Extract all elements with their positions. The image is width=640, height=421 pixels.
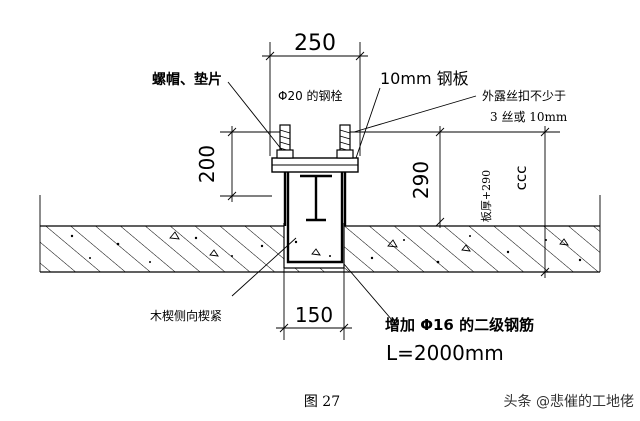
dimension-250: [262, 42, 368, 156]
dimension-200: [220, 126, 280, 202]
i-beam: [300, 174, 332, 222]
dim-label-250: 250: [294, 31, 336, 56]
slab-recess: [283, 223, 345, 269]
slab-plus-290-label: 板厚+290: [479, 170, 493, 222]
left-bolt: [276, 124, 294, 226]
right-bolt: [336, 124, 354, 226]
dim-label-200: 200: [195, 145, 219, 183]
wedge-leader: [231, 237, 297, 297]
figure-caption: 图 27: [304, 394, 340, 410]
dimension-290: [350, 126, 452, 228]
dim-label-150: 150: [295, 303, 333, 327]
thread-leader: [353, 95, 477, 133]
thread-note-line1: 外露丝扣不少于: [482, 89, 566, 103]
wood-wedge-label: 木楔侧向楔紧: [150, 308, 222, 323]
rebar-note: 增加 Φ16 的二级钢筋: [385, 316, 534, 334]
dim-label-290: 290: [409, 161, 433, 199]
dimension-slab-plus-290: [452, 126, 560, 278]
thread-note-line2: 3 丝或 10mm: [490, 110, 568, 124]
circle-mark: ccc: [512, 166, 530, 191]
rebar-leader: [343, 263, 393, 321]
plate-label: 10mm 钢板: [380, 69, 469, 88]
nut-leader: [227, 81, 283, 151]
plate-leader: [355, 87, 381, 159]
nut-washer-label: 螺帽、垫片: [152, 71, 222, 88]
phi20-bolt-label: Φ20 的钢栓: [278, 88, 343, 103]
watermark: 头条 @悲催的工地佬: [504, 393, 634, 410]
length-note: L=2000mm: [386, 341, 504, 365]
u-rebar: [286, 170, 344, 264]
dimension-150: [276, 268, 352, 340]
